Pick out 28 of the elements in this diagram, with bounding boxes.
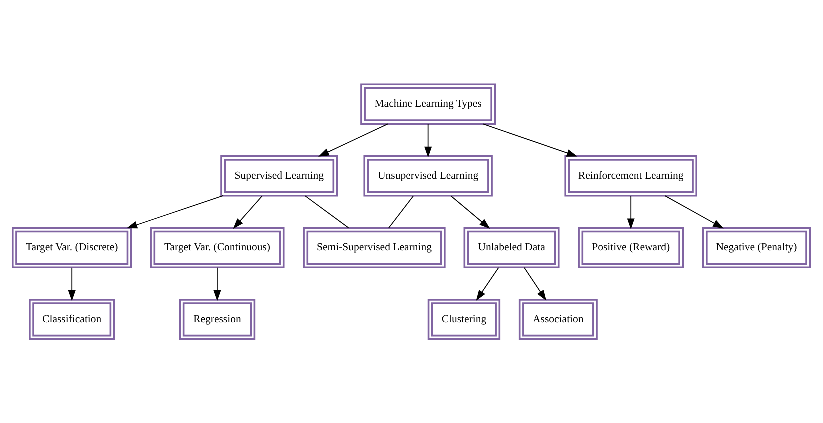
node-box: Unsupervised Learning [364,154,493,196]
arrow [318,123,388,156]
node-box: Machine Learning Types [360,83,496,124]
arrow [476,266,500,301]
node-box: Semi-Supervised Learning [303,226,446,268]
node-box: Regression [179,298,256,340]
arrow [627,195,635,229]
node-box: Clustering [428,298,501,340]
node-box: Supervised Learning [220,154,338,196]
arrow [482,123,578,156]
node-box: Target Var. (Continuous) [150,226,285,268]
arrow [126,194,224,228]
node-box: Unlabeled Data [464,226,560,268]
connector [388,195,414,228]
node-box: Association [518,298,598,340]
connector [304,195,350,228]
node-box: Negative (Penalty) [702,226,811,268]
arrow [233,195,263,229]
arrow [664,195,724,228]
node-box: Classification [29,298,116,340]
node-box: Target Var. (Discrete) [12,226,132,268]
node-box: Reinforcement Learning [564,154,698,196]
arrow [450,195,490,228]
arrow [68,266,76,301]
arrow [424,123,432,158]
node-box: Positive (Reward) [578,226,684,268]
arrow [214,266,222,301]
arrow [524,266,547,301]
